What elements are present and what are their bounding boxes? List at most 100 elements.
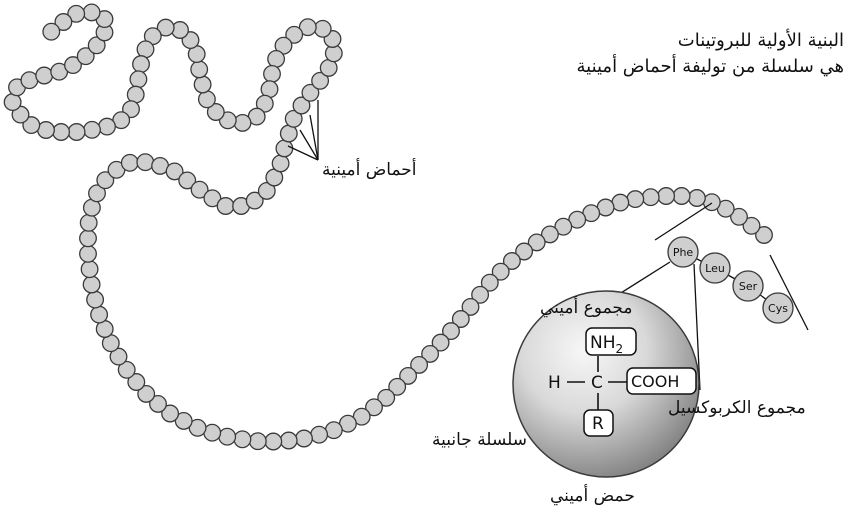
amino-acid-bead <box>301 83 320 102</box>
amino-acid-bead <box>190 60 209 79</box>
side-chain-box <box>583 409 614 437</box>
amino-acid-bead <box>540 225 559 244</box>
amino-acid-bead <box>248 432 267 451</box>
amino-acid-bead <box>165 162 184 181</box>
amino-acid-bead <box>174 411 193 430</box>
amino-acid-bead <box>365 398 383 417</box>
amino-acid-bead <box>98 117 116 136</box>
amino-acid-bead <box>22 116 41 135</box>
amino-acid-bead <box>502 252 521 270</box>
amino-acid-bead <box>257 181 276 200</box>
residue-label: Cys <box>768 302 788 315</box>
carboxyl-formula: COOH <box>631 372 679 391</box>
amino-acid-bead <box>216 197 235 215</box>
amino-acid-bead <box>79 244 97 263</box>
amino-acid-bead <box>410 355 429 374</box>
amino-acid-bead <box>178 171 197 190</box>
amino-acid-bead <box>203 189 222 208</box>
amino-acid-bead <box>190 180 209 199</box>
zoom-lines-chain <box>654 202 809 331</box>
amino-acid-bead <box>399 366 418 385</box>
amino-acid-bead <box>52 123 71 141</box>
amino-acid-bead <box>388 377 407 396</box>
amino-acid-bead <box>730 207 748 226</box>
amino-acid-bead <box>657 187 676 205</box>
hydrogen-atom: H <box>548 373 561 393</box>
amino-acid-bead <box>67 123 86 141</box>
amino-acid-bead <box>67 4 86 23</box>
residue-label: Phe <box>673 246 694 259</box>
amino-acid-bead <box>218 427 237 446</box>
residue-phe: Phe <box>667 236 699 268</box>
residue-leu: Leu <box>699 252 731 284</box>
amino-acid-bead <box>64 56 82 75</box>
amino-acid-bead <box>527 233 546 252</box>
amino-acid-bead <box>313 19 332 38</box>
amino-group-label: مجموع أميني <box>540 298 633 318</box>
amino-acid-bead <box>285 25 304 44</box>
amino-acid-bead <box>197 90 216 109</box>
residue-label: Leu <box>705 262 725 275</box>
amino-acid-bead <box>80 260 99 279</box>
side-chain-formula: R <box>592 414 604 434</box>
amino-formula: NH2 <box>590 333 623 356</box>
amino-acid-bead <box>117 360 136 379</box>
amino-acid-bead <box>324 421 343 440</box>
amino-acid-bead <box>161 404 180 423</box>
amino-acid-bead <box>672 187 691 205</box>
amino-acid-bead <box>132 55 150 74</box>
amino-acid-bead <box>87 36 106 55</box>
amino-group-box <box>585 327 637 356</box>
amino-acid-bead <box>491 262 510 281</box>
amino-acid-bead <box>298 18 317 37</box>
amino-acid-bead <box>755 226 773 244</box>
amino-acid-bead <box>742 216 761 235</box>
amino-acid-bead <box>292 96 311 115</box>
amino-acid-bead <box>233 430 252 449</box>
amino-acid-bead <box>156 18 175 37</box>
amino-acid-bead <box>88 184 106 203</box>
amino-acid-bead <box>515 242 534 261</box>
amino-acid-bead <box>3 93 22 112</box>
amino-acid-bead <box>86 290 105 309</box>
amino-acid-bead <box>136 40 155 59</box>
residue-cys: Cys <box>762 292 794 324</box>
amino-acid-bead <box>76 47 95 66</box>
side-chain-label: سلسلة جانبية <box>432 430 527 450</box>
amino-acid-bead <box>687 189 706 207</box>
amino-acid-bead <box>149 394 167 413</box>
amino-acid-bead <box>96 171 115 190</box>
amino-acid-bead <box>311 71 330 90</box>
amino-acid-bead <box>20 71 39 90</box>
amino-acid-bead <box>568 210 587 229</box>
amino-acid-bead <box>431 333 450 352</box>
amino-acid-bead <box>137 384 156 403</box>
amino-acid-bead <box>451 310 470 328</box>
amino-acid-bead <box>626 190 645 209</box>
amino-acid-bead <box>245 191 264 210</box>
amino-acid-bead <box>90 305 109 324</box>
amino-acid-bead <box>233 113 252 132</box>
amino-acid-bead <box>275 139 294 158</box>
amino-acid-bead <box>54 13 73 31</box>
amino-acid-bead <box>79 213 98 232</box>
amino-acid-bead <box>471 285 490 304</box>
carboxyl-group-label: مجموع الكربوكسيل <box>668 398 806 418</box>
amino-acid-bead <box>109 347 128 366</box>
amino-acid-bead <box>421 344 440 363</box>
amino-acid-bead <box>206 103 225 121</box>
amino-acids-pointer-lines <box>287 100 319 161</box>
title-line-2: هي سلسلة من توليفة أحماض أمينية <box>576 56 844 77</box>
amino-acid-chain <box>3 3 773 451</box>
amino-acid-bead <box>267 49 286 68</box>
amino-acid-bead <box>480 273 499 292</box>
amino-acid-bead <box>461 297 480 316</box>
amino-acid-bead <box>82 275 101 294</box>
amino-acid-bead <box>255 94 274 113</box>
amino-acid-bead <box>641 188 660 207</box>
amino-acid-bead <box>284 109 303 128</box>
residue-ser: Ser <box>732 270 764 302</box>
amino-acid-sphere <box>512 290 700 478</box>
residue-strip: Phe Leu Ser Cys <box>667 236 794 324</box>
